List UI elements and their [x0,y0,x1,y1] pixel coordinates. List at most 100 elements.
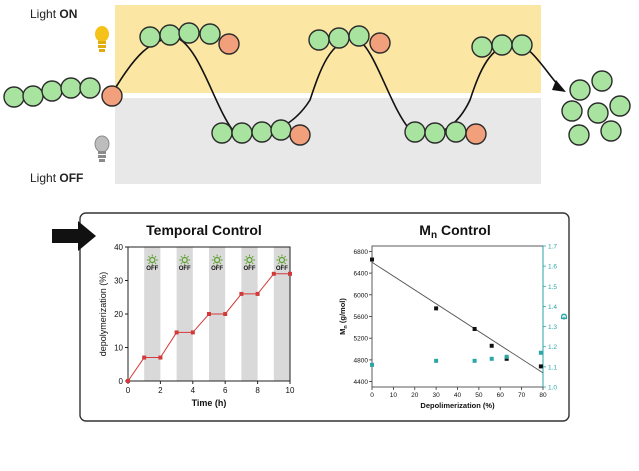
depolymerization-point [158,355,163,360]
y-tick-label: 6400 [354,271,369,278]
free-monomer [569,79,591,101]
light-on-band [115,5,541,93]
off-label: OFF [211,266,223,272]
monomer-bead [511,34,533,56]
monomer-bead [79,77,101,99]
x-tick-label: 0 [126,386,131,395]
free-monomer [561,100,583,122]
light-on-label: Light ON [30,7,77,21]
y2-tick-label: 1.6 [548,264,557,271]
light-on-sun-icon [146,254,158,266]
off-label: OFF [276,266,288,272]
x-axis-label: Depolimerization (%) [420,401,495,410]
x-axis-label: Time (h) [192,398,227,408]
monomer-bead [270,119,292,141]
x-tick-label: 10 [390,392,398,399]
depolymerization-point [190,330,195,335]
x-tick-label: 50 [475,392,483,399]
monomer-bead [199,23,221,45]
x-tick-label: 20 [411,392,419,399]
light-off-period [144,247,161,381]
light-on-sun-icon [211,254,223,266]
light-off-period [241,247,258,381]
mn-point [489,343,494,348]
depolymerization-point [126,379,130,383]
light-on-sun-icon [276,254,288,266]
mn-point [370,257,374,262]
monomer-bead [471,36,493,58]
x-tick-label: 30 [433,392,441,399]
mn-point [504,356,509,361]
light-off-period [176,247,193,381]
chain-end-group [289,124,311,146]
depolymerization-point [142,355,147,360]
linear-fit-line [371,261,544,374]
depolymerization-point [223,312,228,316]
y-axis-label: depolymerization (%) [98,272,108,357]
depolymerization-point [207,312,211,316]
temporal-control-title: Temporal Control [146,222,262,238]
lightbulb-on-icon [95,26,109,52]
off-label: OFF [179,266,191,272]
mn-point [472,326,477,331]
y-tick-label: 40 [114,243,123,252]
free-monomer [568,124,590,146]
mn-title-sub: n [431,230,437,241]
monomer-bead [404,121,426,143]
light-off-period [273,247,290,381]
dispersity-point [489,356,494,361]
y-label-rest: (g/mol) [338,298,347,326]
y2-tick-label: 1.0 [548,385,557,392]
x-tick-label: 6 [223,386,228,395]
lightbulb-off-icon [94,135,110,162]
mn-title-rest: Control [437,222,491,238]
monomer-bead [178,22,200,44]
polymer-chains [3,22,631,146]
dispersity-point [472,358,477,363]
y2-tick-label: 1.4 [548,304,557,311]
monomer-bead [231,122,253,144]
chain-end-group [369,32,391,54]
light-off-prefix: Light [30,171,59,185]
x-tick-label: 2 [158,386,163,395]
free-monomer [587,102,609,124]
y-tick-label: 30 [114,277,123,286]
monomer-bead [60,77,82,99]
mn-point [538,364,543,369]
depolymerization-point [255,291,260,296]
arrow-head-icon [552,80,566,92]
light-off-state: OFF [59,171,83,185]
y-tick-label: 6000 [354,292,369,299]
y2-tick-label: 1.7 [548,244,557,251]
free-monomer [600,120,622,142]
monomer-bead [348,25,370,47]
chain-end-group [465,123,487,145]
y2-axis-label: Đ [560,313,569,320]
dispersity-point [370,362,374,367]
depolymerization-point [174,330,179,335]
x-tick-label: 40 [454,392,462,399]
y-tick-label: 5600 [354,314,369,321]
y-axis-label: Mn (g/mol) [338,298,349,335]
monomer-bead [41,80,63,102]
monomer-bead [139,26,161,48]
y-tick-label: 4800 [354,357,369,364]
monomer-bead [3,86,25,108]
y-tick-label: 10 [114,344,123,353]
light-on-state: ON [59,7,77,21]
y2-tick-label: 1.2 [548,344,557,351]
monomer-bead [251,121,273,143]
mn-control-chart: 44004800520056006000640068001.01.11.21.3… [338,244,569,411]
x-tick-label: 60 [497,392,505,399]
monomer-bead [308,29,330,51]
monomer-bead [491,34,513,56]
light-on-off-scheme: Light ON Light OFF [3,5,631,185]
y2-tick-label: 1.5 [548,284,557,291]
off-label: OFF [146,266,158,272]
light-on-prefix: Light [30,7,59,21]
monomer-bead [445,121,467,143]
monomer-bead [159,24,181,46]
mn-point [434,306,439,311]
